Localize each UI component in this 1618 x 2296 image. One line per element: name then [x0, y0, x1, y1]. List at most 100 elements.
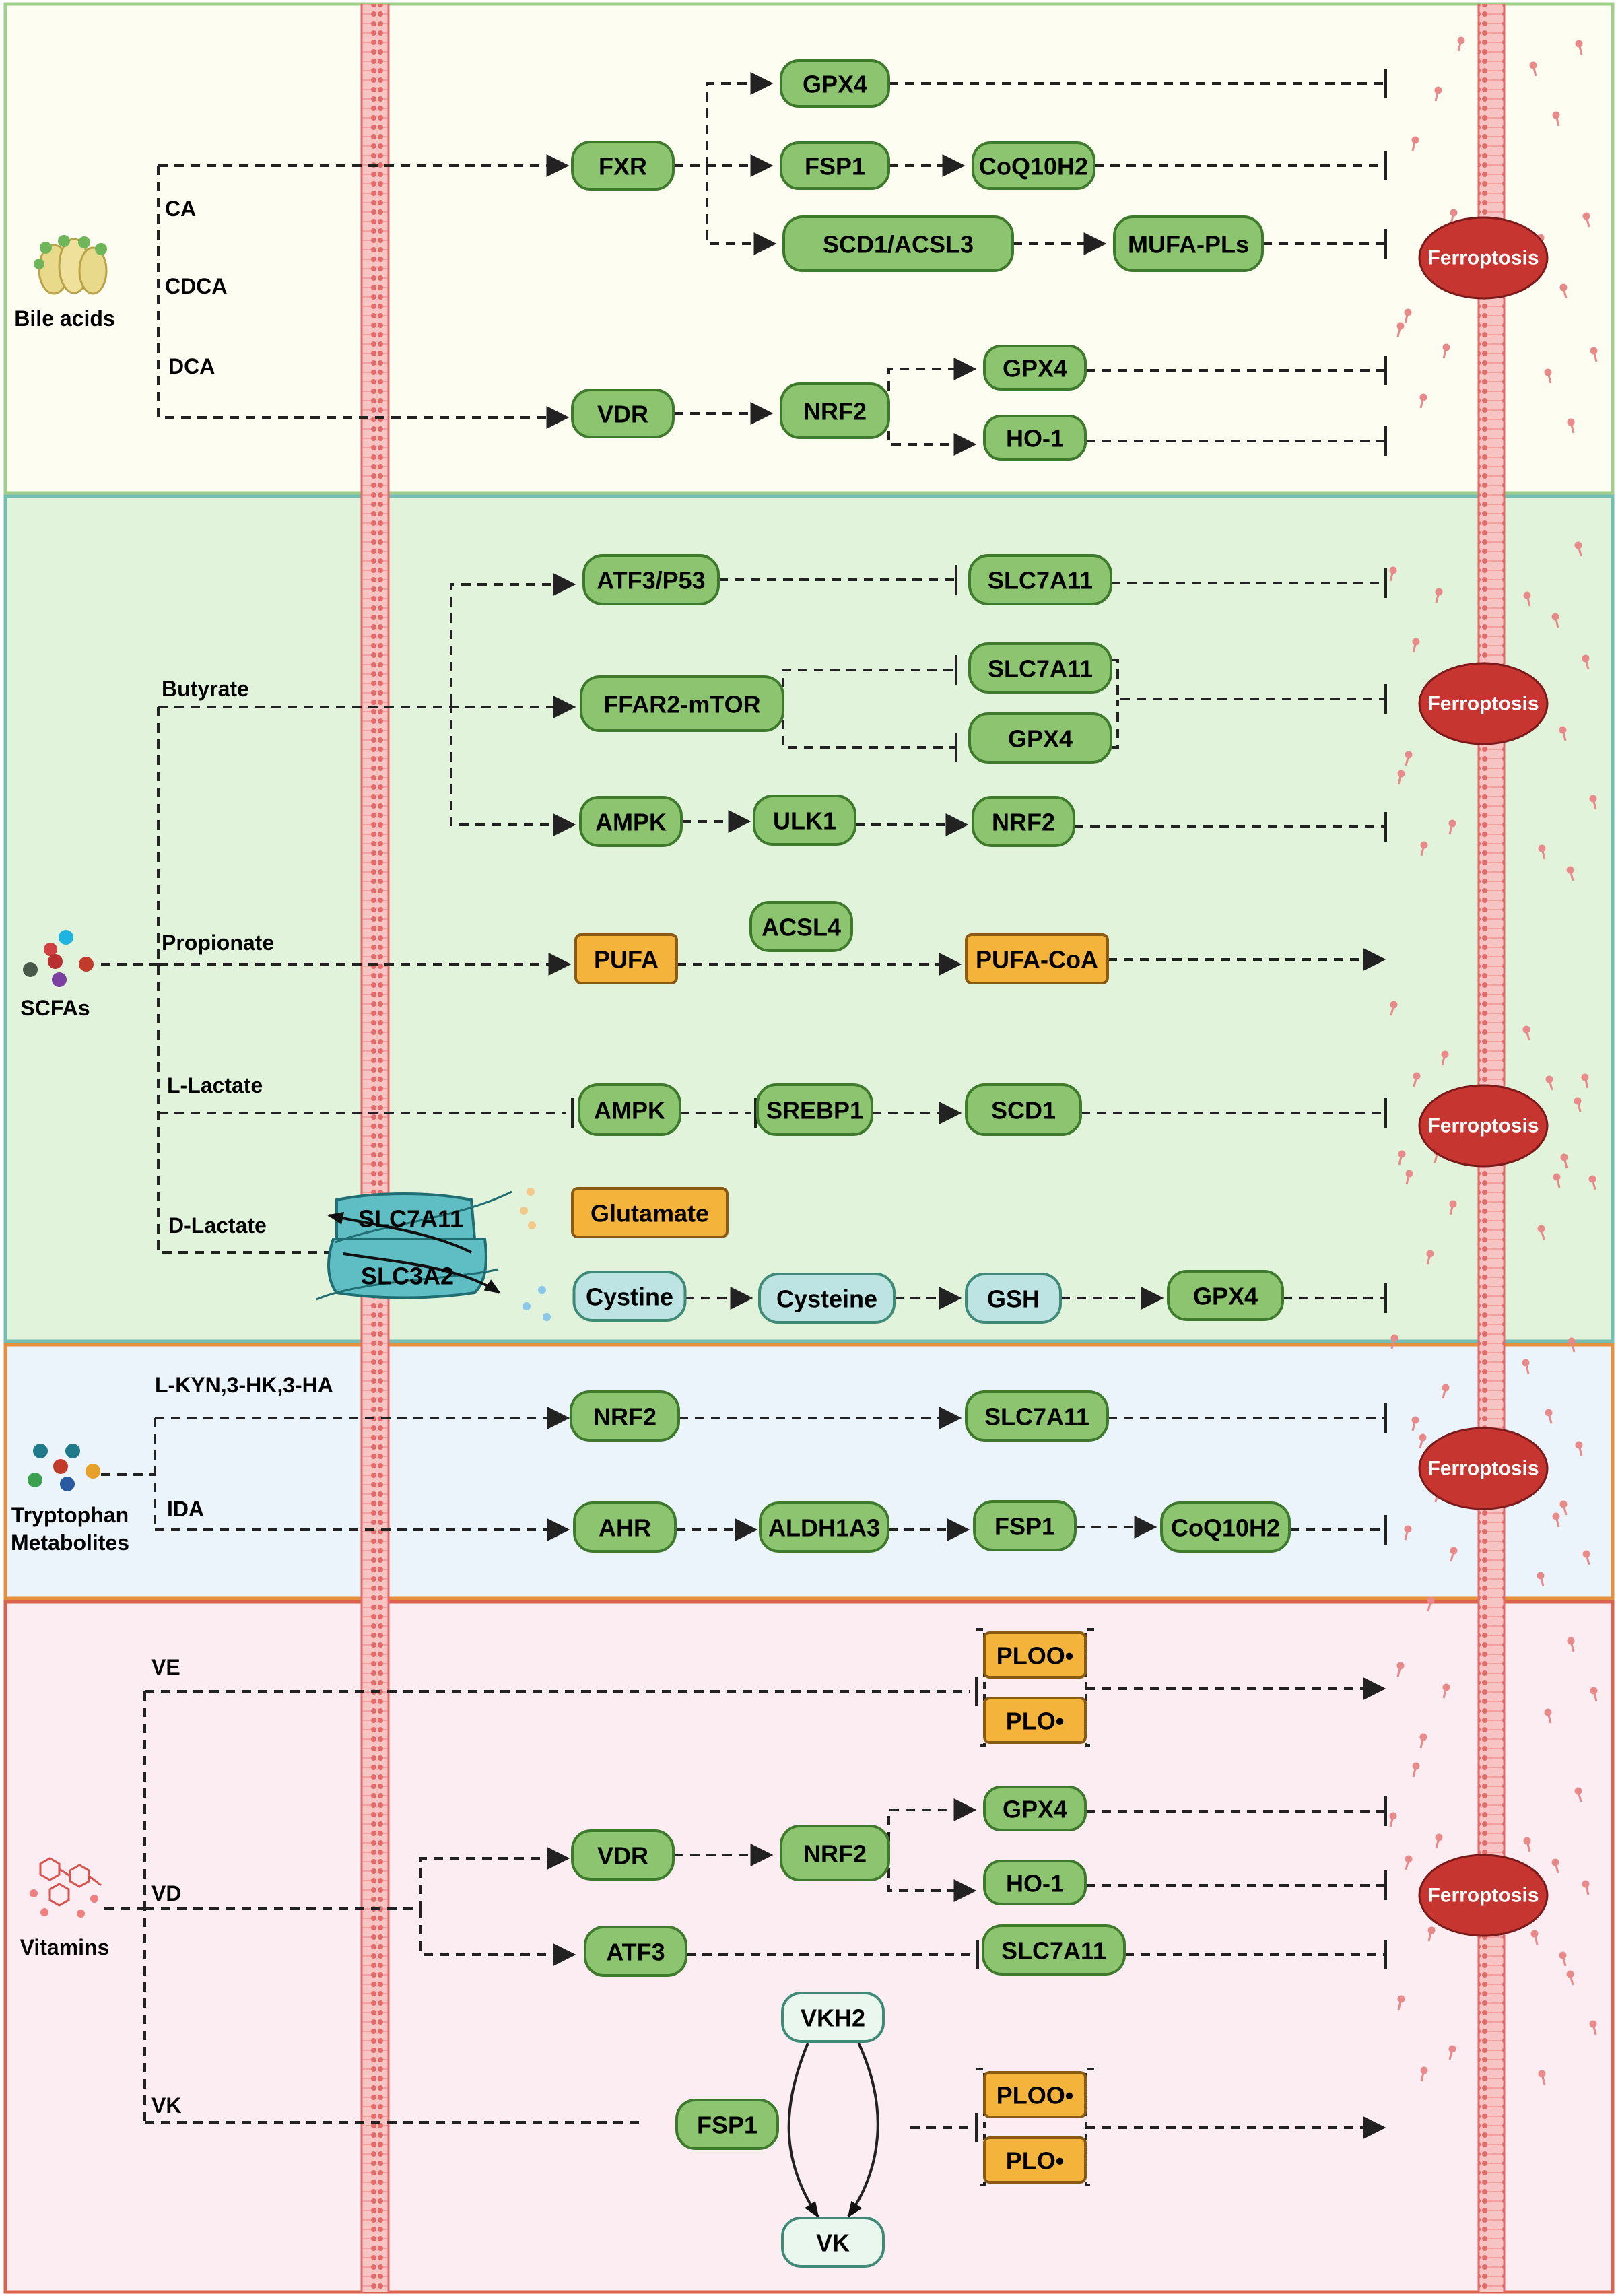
node-label: Cystine [586, 1283, 673, 1311]
pathway-edge [1111, 700, 1119, 749]
node-nrf2-b: NRF2 [972, 796, 1075, 847]
node-ploo-a: PLOO• [983, 1631, 1087, 1679]
pathway-edge [450, 704, 576, 836]
node-label: HO-1 [1006, 425, 1064, 452]
ferroptosis-f3: Ferroptosis [1418, 1084, 1549, 1168]
node-label: FSP1 [995, 1513, 1055, 1541]
bracket [976, 2068, 986, 2186]
node-label: HO-1 [1006, 1870, 1064, 1897]
transporter-top-label: SLC7A11 [358, 1205, 463, 1233]
node-label: GPX4 [1193, 1283, 1258, 1310]
source-label-tryptophan: Tryptophan [11, 1503, 129, 1527]
ferroptosis-label: Ferroptosis [1427, 1885, 1539, 1907]
panel-vitamins [3, 1600, 1615, 2294]
molecule-dot [523, 1302, 531, 1310]
node-label: SCD1/ACSL3 [823, 231, 974, 259]
pathway-edge [887, 431, 977, 456]
node-label: PLOO• [997, 2082, 1074, 2109]
ferroptosis-f5: Ferroptosis [1418, 1854, 1549, 1937]
node-label: SLC7A11 [1001, 1937, 1106, 1965]
panel-tryptophan [3, 1343, 1615, 1600]
node-plo-a: PLO• [983, 1697, 1087, 1744]
pathway-edge [157, 707, 337, 1254]
node-gpx4-e: GPX4 [983, 1786, 1087, 1831]
node-gpx4-c: GPX4 [968, 712, 1112, 764]
molecule-dot [543, 1313, 551, 1321]
node-scd1-acsl3: SCD1/ACSL3 [782, 215, 1014, 272]
pathway-edge [887, 369, 974, 411]
node-ho1-a: HO-1 [983, 415, 1087, 461]
node-pufa-coa: PUFA-CoA [965, 933, 1109, 984]
node-label: Cysteine [776, 1285, 877, 1313]
vkh2-to-vk-arrow [847, 2042, 879, 2218]
node-label: NRF2 [803, 398, 867, 426]
ferroptosis-f2: Ferroptosis [1418, 662, 1549, 745]
bile-acids-icon [34, 235, 108, 295]
node-label: FFAR2-mTOR [603, 691, 760, 718]
node-label: VKH2 [801, 2004, 865, 2032]
tryptophan-icon [28, 1444, 100, 1491]
vk-to-vkh2-arrow [787, 2042, 819, 2218]
node-label: GPX4 [803, 71, 867, 98]
node-atf3: ATF3 [584, 1926, 687, 1977]
node-mufa-pls: MUFA-PLs [1113, 215, 1264, 272]
node-label: SLC7A11 [984, 1403, 1089, 1431]
node-label: GPX4 [1003, 355, 1067, 382]
node-label: SLC7A11 [988, 567, 1093, 595]
path-label-vk: VK [151, 2093, 181, 2118]
node-fsp1-c: FSP1 [675, 2099, 779, 2150]
node-fxr: FXR [571, 141, 675, 191]
node-fsp1-a: FSP1 [780, 141, 890, 190]
node-fsp1-b: FSP1 [973, 1500, 1077, 1551]
pathway-edge [1111, 659, 1386, 700]
node-pufa: PUFA [574, 933, 678, 984]
node-label: MUFA-PLs [1128, 231, 1249, 259]
node-label: PLOO• [997, 1642, 1074, 1670]
node-cysteine: Cysteine [758, 1273, 896, 1324]
node-vdr-b: VDR [571, 1829, 675, 1881]
node-label: CoQ10H2 [979, 153, 1088, 180]
transporter-bottom-label: SLC3A2 [361, 1262, 454, 1290]
node-label: GPX4 [1008, 725, 1073, 753]
node-label: FXR [599, 153, 647, 180]
source-label-metabolites: Metabolites [11, 1530, 129, 1555]
node-scd1: SCD1 [965, 1083, 1082, 1136]
node-aldh1a3: ALDH1A3 [759, 1501, 889, 1553]
node-slc7a11-b: SLC7A11 [968, 642, 1112, 694]
bracket [1085, 1628, 1094, 1747]
node-gpx4-a: GPX4 [780, 59, 890, 108]
node-vdr-a: VDR [571, 389, 675, 438]
node-label: Glutamate [591, 1200, 709, 1227]
node-label: ATF3 [606, 1938, 665, 1966]
path-label-propionate: Propionate [162, 931, 274, 955]
node-ulk1: ULK1 [753, 795, 856, 846]
path-label-cdca: CDCA [165, 274, 227, 298]
path-label-l-lactate: L-Lactate [167, 1073, 263, 1098]
node-nrf2-a: NRF2 [780, 382, 890, 439]
node-label: AHR [599, 1514, 651, 1542]
path-label-ca: CA [165, 197, 196, 221]
node-slc7a11-a: SLC7A11 [968, 554, 1112, 605]
node-cystine: Cystine [572, 1271, 687, 1322]
molecule-dot [528, 1221, 536, 1229]
node-atf3-p53: ATF3/P53 [582, 554, 720, 605]
node-label: NRF2 [803, 1840, 867, 1868]
pathway-edge [887, 1798, 977, 1842]
node-ffar2-mtor: FFAR2-mTOR [580, 675, 784, 732]
node-label: PLO• [1006, 1708, 1065, 1735]
ferroptosis-f1: Ferroptosis [1418, 216, 1549, 300]
pathway-edge [674, 72, 774, 167]
source-label-scfas: SCFAs [20, 996, 90, 1020]
node-ploo-b: PLOO• [983, 2071, 1087, 2118]
node-label: SCD1 [991, 1097, 1056, 1124]
path-label-kyn: L-KYN,3-HK,3-HA [155, 1373, 333, 1397]
node-label: AMPK [595, 809, 667, 836]
pathway-edge [157, 166, 570, 429]
pathway-edge [782, 669, 956, 704]
node-gsh: GSH [965, 1273, 1062, 1324]
bracket [1085, 2068, 1094, 2186]
node-label: NRF2 [992, 809, 1055, 836]
node-coq10h2-a: CoQ10H2 [972, 141, 1095, 190]
